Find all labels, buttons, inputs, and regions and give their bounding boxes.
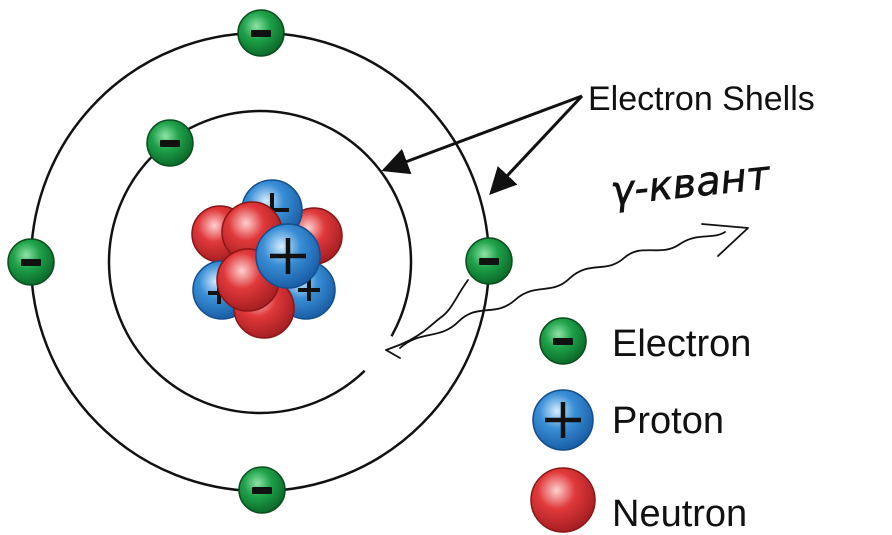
electron — [465, 237, 513, 285]
gamma-photon-arrowhead — [701, 223, 749, 257]
electron-vacancy — [358, 333, 402, 377]
handwritten-note: γ-квант — [608, 152, 773, 215]
nucleus — [191, 179, 343, 339]
legend-label-proton: Proton — [612, 400, 724, 442]
legend-label-neutron: Neutron — [612, 493, 747, 535]
callout-arrow-inner-shell — [381, 94, 583, 175]
inner-electron-shell — [107, 109, 413, 415]
legend-item-neutron: Neutron — [530, 467, 747, 535]
legend-label-electron: Electron — [612, 323, 751, 365]
legend: Electron Proton Neutron — [530, 317, 751, 535]
electron-transition-path — [385, 279, 469, 359]
electron — [7, 238, 55, 286]
legend-item-proton: Proton — [532, 389, 724, 451]
electron — [237, 9, 285, 57]
electron — [238, 466, 286, 514]
callout-label: Electron Shells — [588, 80, 815, 118]
gamma-photon-wave — [399, 231, 726, 349]
legend-neutron-swatch — [530, 467, 596, 533]
legend-item-electron: Electron — [539, 317, 751, 365]
electron — [146, 119, 194, 167]
callout-arrow-outer-shell — [489, 94, 584, 195]
proton — [255, 223, 321, 289]
